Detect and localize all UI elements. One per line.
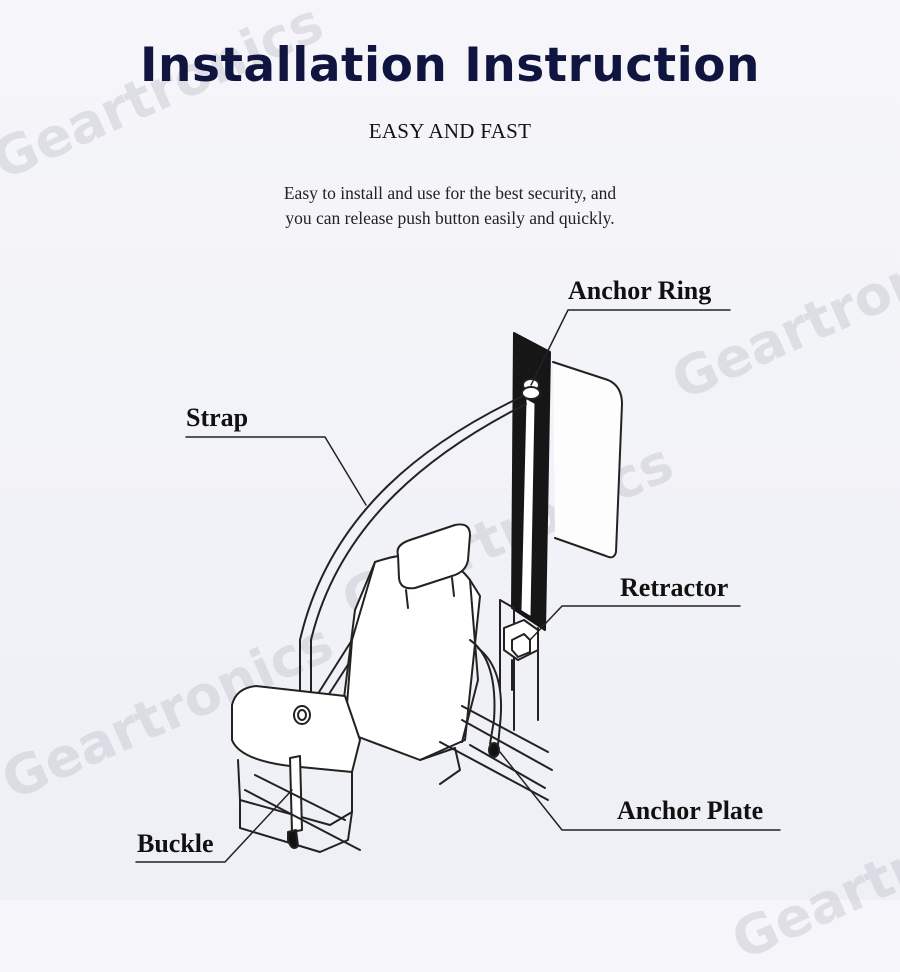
page-title: Installation Instruction <box>140 38 760 93</box>
description-line-1: Easy to install and use for the best sec… <box>283 183 617 203</box>
label-retractor: Retractor <box>620 573 729 602</box>
leader-retractor <box>529 605 741 641</box>
label-buckle: Buckle <box>137 829 214 858</box>
page-subtitle: EASY AND FAST <box>368 119 532 143</box>
label-anchor-ring: Anchor Ring <box>568 276 712 305</box>
label-strap: Strap <box>186 403 249 432</box>
seat-cushion <box>231 685 461 853</box>
buckle-part <box>287 755 303 849</box>
label-anchor-plate: Anchor Plate <box>617 796 764 825</box>
strap-part <box>299 395 527 709</box>
callout-lines <box>135 309 781 863</box>
window-panel <box>552 361 623 559</box>
seatbelt-diagram <box>135 309 781 863</box>
leader-buckle <box>135 789 293 863</box>
floor-rails <box>244 705 553 851</box>
leader-strap <box>185 436 367 506</box>
description: Easy to install and use for the best sec… <box>0 181 900 231</box>
description-line-2: you can release push button easily and q… <box>285 208 615 228</box>
retractor-part <box>503 619 539 691</box>
leader-anchor-plate <box>499 751 781 831</box>
headrest <box>396 523 471 609</box>
lap-buckle <box>293 705 311 725</box>
anchor-ring-part <box>521 378 541 400</box>
anchor-plate-part <box>469 639 503 758</box>
leader-anchor-ring <box>530 309 731 386</box>
